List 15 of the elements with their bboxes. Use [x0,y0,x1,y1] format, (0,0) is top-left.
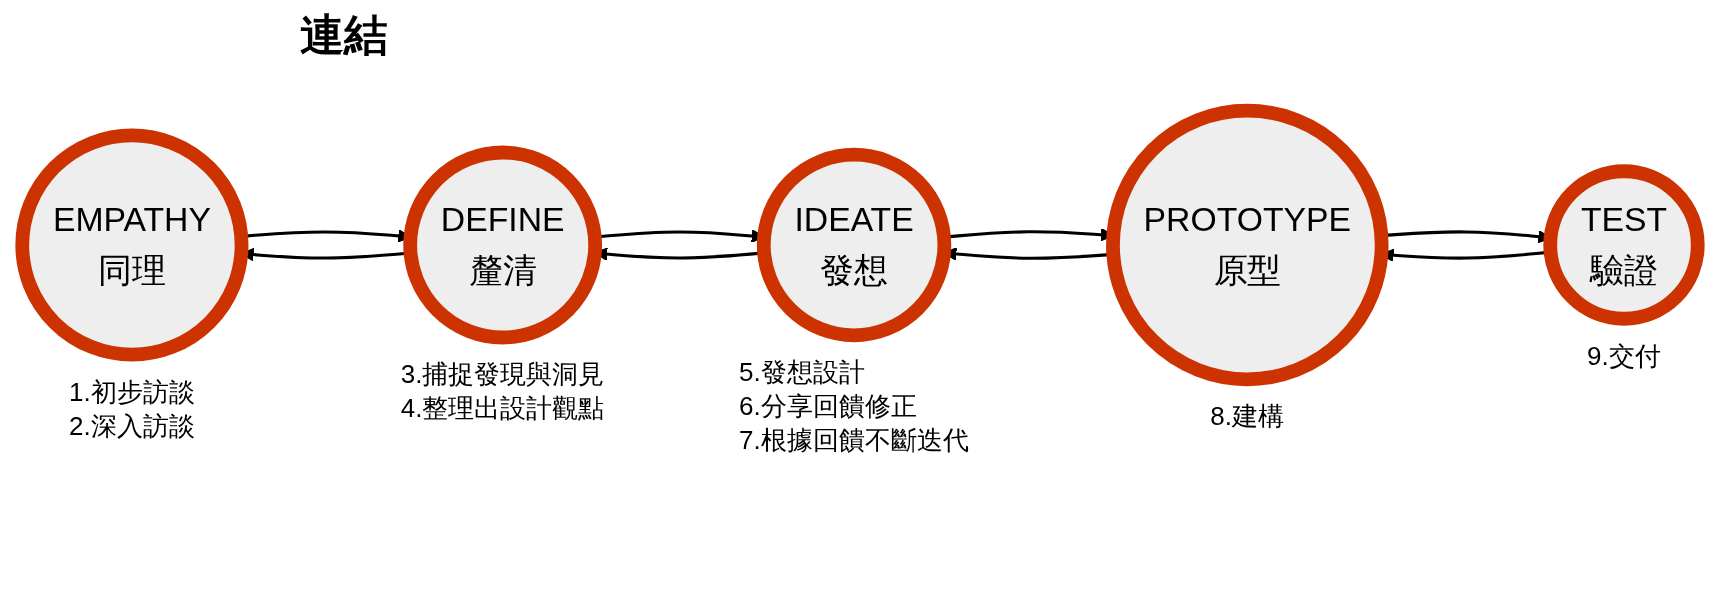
step-note: 2.深入訪談 [68,409,195,443]
step-note: 6.分享回饋修正 [739,390,918,424]
step-note: 1.初步訪談 [68,375,195,409]
step-note: 7.根據回饋不斷迭代 [739,424,969,458]
node-circle: DEFINE 釐清 [403,145,603,345]
title: 連結 [300,9,388,61]
step-note: 8.建構 [1210,400,1284,434]
node-circle: EMPATHY 同理 [15,128,249,362]
step-note: 9.交付 [1587,339,1661,373]
step-note: 4.整理出設計觀點 [400,392,605,426]
step-note: 3.捕捉發現與洞見 [400,358,605,392]
node-circle: IDEATE 發想 [756,147,952,343]
step-note: 5.發想設計 [739,356,866,390]
node-circle: PROTOTYPE 原型 [1106,103,1389,387]
node-circle: TEST 驗證 [1543,164,1705,326]
